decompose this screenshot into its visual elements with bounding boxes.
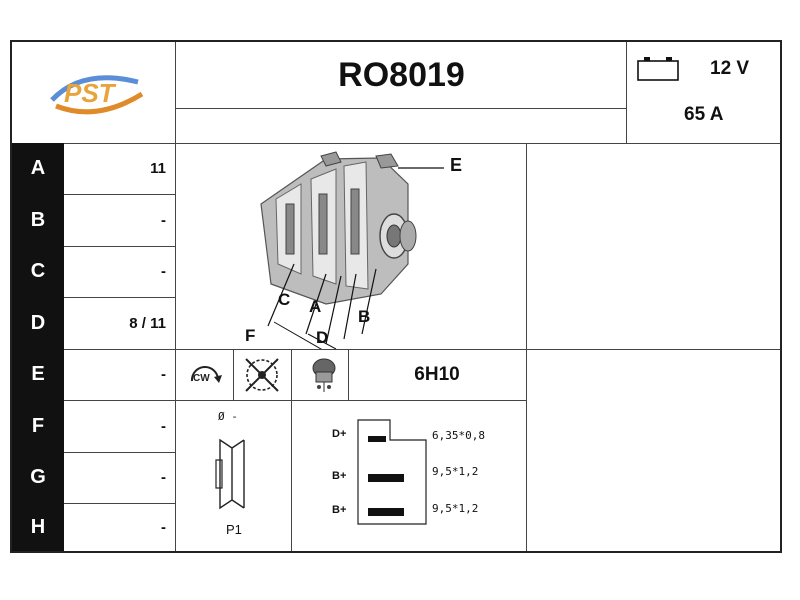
dimension-letter: G bbox=[12, 452, 64, 503]
terminal-name: B+ bbox=[332, 470, 347, 482]
rotation-label: CW bbox=[193, 373, 210, 384]
rotation-cw-icon: CW bbox=[184, 357, 226, 393]
grid-line bbox=[175, 349, 780, 350]
diagram-label-f: F bbox=[245, 326, 256, 345]
dimension-value: - bbox=[161, 417, 166, 435]
battery-icon bbox=[636, 54, 682, 82]
terminal-name: D+ bbox=[332, 428, 347, 440]
brand-logo: PST bbox=[42, 60, 152, 126]
no-fan-icon bbox=[240, 355, 284, 395]
dimension-letter: E bbox=[12, 349, 64, 400]
alternator-diagram bbox=[176, 144, 526, 373]
dimension-value: - bbox=[161, 211, 166, 229]
diagram-label-c: C bbox=[278, 290, 291, 309]
dimension-letter: H bbox=[12, 503, 64, 551]
grid-line bbox=[626, 42, 627, 143]
grid-line bbox=[348, 349, 349, 400]
terminal-block-diagram bbox=[350, 416, 428, 528]
grid-line bbox=[175, 400, 526, 401]
dimension-letter: A bbox=[12, 143, 64, 194]
voltage-value: 12 V bbox=[710, 58, 750, 79]
pulley-diameter: Ø - bbox=[218, 410, 238, 423]
dimension-value: - bbox=[161, 469, 166, 486]
dimension-value: 8 / 11 bbox=[129, 314, 166, 332]
dimension-letter: D bbox=[12, 297, 64, 349]
dimension-letter: C bbox=[12, 246, 64, 297]
logo-text: PST bbox=[64, 78, 117, 108]
dimension-value: - bbox=[161, 518, 166, 536]
grid-line bbox=[233, 349, 234, 400]
amperage-value: 65 A bbox=[684, 104, 724, 125]
dimension-value: - bbox=[161, 366, 166, 383]
diagram-label-d: D bbox=[316, 328, 329, 347]
grid-line bbox=[12, 143, 780, 144]
grid-line bbox=[291, 349, 292, 551]
regulator-code: 6H10 bbox=[414, 363, 460, 385]
pulley-icon bbox=[212, 434, 252, 514]
diagram-label-b: B bbox=[358, 307, 371, 326]
dimension-value: 11 bbox=[150, 160, 166, 177]
diagram-label-e: E bbox=[450, 155, 463, 175]
terminal-spec: 9,5*1,2 bbox=[432, 502, 479, 515]
terminal-name: B+ bbox=[332, 504, 347, 516]
part-number-title: RO8019 bbox=[338, 55, 465, 94]
spec-sheet: PST RO8019 12 V 65 A A B C D E F G H 11 … bbox=[10, 40, 782, 553]
grid-line bbox=[526, 143, 527, 551]
terminal-spec: 9,5*1,2 bbox=[432, 465, 479, 478]
grid-line bbox=[175, 42, 176, 551]
terminal-spec: 6,35*0,8 bbox=[432, 429, 485, 442]
pulley-type: P1 bbox=[226, 522, 242, 537]
grid-line bbox=[175, 108, 626, 109]
dimension-letter: B bbox=[12, 194, 64, 246]
dimension-letter: F bbox=[12, 400, 64, 452]
diagram-label-a: A bbox=[309, 297, 322, 316]
regulator-icon bbox=[304, 354, 344, 396]
dimension-value: - bbox=[161, 263, 166, 280]
